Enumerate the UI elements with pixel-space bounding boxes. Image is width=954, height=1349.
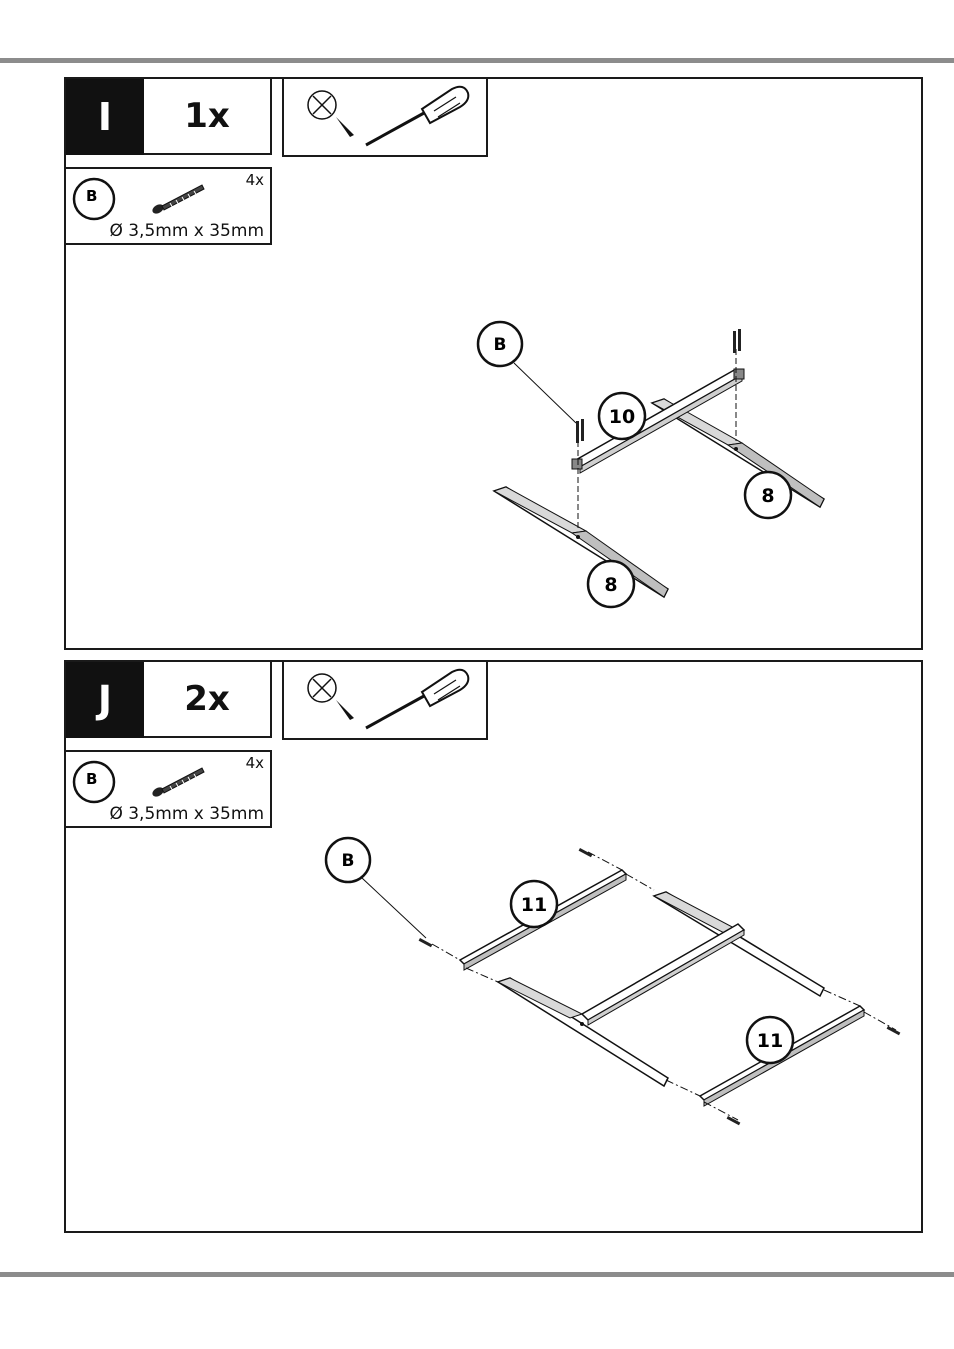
step-letter: I [66,79,144,155]
leg-rear [652,891,825,998]
leg-front [496,977,669,1088]
part-count: 4x [245,754,264,772]
callout-part-8-right: 8 [761,485,774,507]
phillips-screwdriver-icon [307,85,470,147]
top-rule [0,58,954,63]
part-size: Ø 3,5mm x 35mm [109,221,264,241]
callout-part-10: 10 [609,406,635,428]
bottom-rule [0,1272,954,1277]
crossbar [580,923,746,1026]
step-quantity: 1x [144,79,272,155]
screws-b [576,329,741,443]
tool-box [282,662,488,740]
parts-box: B 4x Ø 3,5mm x 35mm [66,750,272,828]
callout-part-11-top: 11 [521,894,547,916]
step-quantity: 2x [144,662,272,738]
callout-part-8-left: 8 [604,574,617,596]
part-code: B [86,770,98,788]
assembly-drawing-i: B 10 8 8 [476,320,825,609]
parts-box: B 4x Ø 3,5mm x 35mm [66,167,272,245]
step-j-panel: J 2x B 4x Ø 3,5mm x 35mm [64,660,923,1233]
part-code: B [86,187,98,205]
wood-screw-icon [152,184,205,214]
wood-screw-icon [152,767,205,797]
crossbar-10 [571,368,745,474]
leg-left [492,486,669,599]
tool-box [282,79,488,157]
screws-b [418,848,901,1126]
callout-screw-b: B [494,335,507,355]
part-size: Ø 3,5mm x 35mm [109,804,264,824]
step-i-panel: I 1x B 4x Ø 3,5mm x 35mm [64,77,923,650]
part-count: 4x [245,171,264,189]
phillips-screwdriver-icon [307,668,470,730]
callout-part-11-bottom: 11 [757,1030,783,1052]
assembly-drawing-j: B 11 11 [324,836,901,1126]
step-letter: J [66,662,144,738]
callout-screw-b: B [342,851,355,871]
